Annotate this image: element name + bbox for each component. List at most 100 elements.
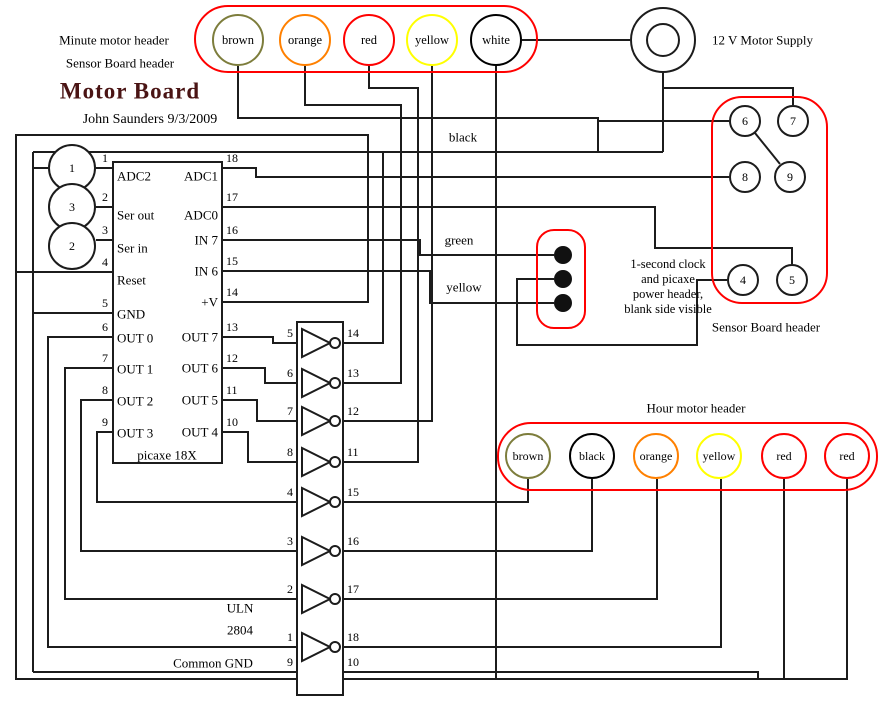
- inverter-triangle: [301, 327, 333, 359]
- uln-output-number: 13: [347, 366, 359, 380]
- uln-input-number: 5: [287, 326, 293, 340]
- inverter-triangle: [301, 405, 333, 437]
- picaxe-left-pin-number: 3: [102, 223, 108, 237]
- wire: [340, 479, 593, 552]
- uln-common-gnd-label: Common GND: [173, 655, 253, 671]
- minute-pin-white: white: [470, 14, 522, 66]
- clock-pin: [554, 246, 572, 264]
- picaxe-left-pin-number: 5: [102, 296, 108, 310]
- inverter-bubble: [329, 593, 341, 605]
- hour-pin-1-black: black: [569, 433, 615, 479]
- hour-pin-4-red: red: [761, 433, 807, 479]
- clock-pin: [554, 270, 572, 288]
- clock-pin: [554, 294, 572, 312]
- minute-pin-brown: brown: [212, 14, 264, 66]
- inverter-gates: [301, 327, 341, 663]
- picaxe-left-pin-label: OUT 2: [117, 393, 154, 409]
- picaxe-right-pin-number: 18: [226, 151, 238, 165]
- wire: [340, 671, 759, 679]
- inverter-bubble: [329, 496, 341, 508]
- picaxe-left-pin-label: Ser out: [117, 207, 155, 223]
- wire: [340, 479, 722, 648]
- picaxe-left-pin-label: Reset: [117, 272, 146, 288]
- hour-header-caption: Hour motor header: [646, 400, 746, 416]
- inverter-bubble: [329, 641, 341, 653]
- wire: [222, 167, 729, 178]
- sensor-pin-8: 8: [729, 161, 761, 193]
- sensor-header-caption-top: Sensor Board header: [65, 55, 175, 71]
- uln-output-number: 18: [347, 630, 359, 644]
- motor-supply-label: 12 V Motor Supply: [712, 32, 814, 48]
- programming-pin-2: 2: [48, 222, 96, 270]
- uln-input-number: 8: [287, 445, 293, 459]
- wire: [222, 270, 554, 304]
- wire: [222, 431, 302, 463]
- picaxe-left-pin-label: GND: [117, 306, 146, 322]
- inverter-bubble: [329, 545, 341, 557]
- picaxe-left-pin-number: 2: [102, 190, 108, 204]
- minute-pin-orange: orange: [279, 14, 331, 66]
- page-title: Motor Board: [59, 78, 201, 104]
- hour-pin-5-red: red: [824, 433, 870, 479]
- uln-input-number: 7: [287, 404, 293, 418]
- uln-input-number: 2: [287, 582, 293, 596]
- picaxe-chip-body: [112, 161, 223, 464]
- picaxe-right-pin-label: IN 6: [194, 263, 218, 279]
- wire: [516, 278, 727, 346]
- sensor-pin-9: 9: [774, 161, 806, 193]
- picaxe-right-pin-label: OUT 4: [181, 424, 218, 440]
- clock-power-header-outline: [536, 229, 586, 329]
- picaxe-left-pin-label: OUT 0: [117, 330, 154, 346]
- uln-chip-name-line1: ULN: [226, 600, 254, 616]
- picaxe-right-pin-number: 12: [226, 351, 238, 365]
- minute-motor-header-outline: [194, 5, 538, 73]
- uln-input-number: 1: [287, 630, 293, 644]
- uln-input-number: 3: [287, 534, 293, 548]
- wire: [222, 206, 793, 264]
- picaxe-right-pin-number: 17: [226, 190, 238, 204]
- wire: [222, 367, 302, 384]
- sensor-board-header-outline: [711, 96, 828, 304]
- picaxe-left-pin-number: 8: [102, 383, 108, 397]
- sensor-header-caption-right: Sensor Board header: [711, 319, 821, 335]
- sensor-pin-4: 4: [727, 264, 759, 296]
- picaxe-right-pin-label: OUT 7: [181, 329, 218, 345]
- wire-label-yellow: yellow: [446, 279, 482, 295]
- wire-label-green: green: [444, 232, 474, 248]
- picaxe-right-pin-number: 14: [226, 285, 238, 299]
- uln-chip-name-line2: 2804: [227, 622, 253, 638]
- clock-header-pins: [554, 246, 572, 312]
- wire: [222, 399, 302, 422]
- sensor-pin-6: 6: [729, 105, 761, 137]
- inverter-bubble: [329, 415, 341, 427]
- picaxe-right-pin-number: 13: [226, 320, 238, 334]
- picaxe-right-pin-number: 10: [226, 415, 238, 429]
- inverter-triangle: [301, 367, 333, 399]
- picaxe-left-pin-number: 6: [102, 320, 108, 334]
- wires: [15, 39, 848, 680]
- picaxe-right-pin-label: IN 7: [194, 232, 218, 248]
- hour-pin-3-yellow: yellow: [696, 433, 742, 479]
- clock-note-line2: and picaxe: [641, 271, 695, 286]
- wire: [340, 66, 419, 463]
- picaxe-left-pin-number: 9: [102, 415, 108, 429]
- uln-input-number: 4: [287, 485, 293, 499]
- picaxe-right-pin-label: ADC1: [184, 168, 218, 184]
- wire: [340, 479, 658, 600]
- wire: [340, 152, 384, 344]
- wire: [222, 336, 302, 344]
- picaxe-right-pin-label: +V: [201, 294, 218, 310]
- inverter-triangle: [301, 486, 333, 518]
- picaxe-left-pin-number: 1: [102, 151, 108, 165]
- jumper-wire-6-to-9: [754, 132, 781, 165]
- picaxe-left-pin-label: OUT 3: [117, 425, 154, 441]
- hour-pin-0-brown: brown: [505, 433, 551, 479]
- wire: [304, 66, 402, 384]
- uln-output-number: 11: [347, 445, 359, 459]
- minute-pin-yellow: yellow: [406, 14, 458, 66]
- minute-header-caption: Minute motor header: [59, 32, 169, 48]
- inverter-triangle: [301, 631, 333, 663]
- wire: [15, 134, 848, 680]
- uln-pin10-number: 10: [347, 655, 359, 669]
- minute-pin-red: red: [343, 14, 395, 66]
